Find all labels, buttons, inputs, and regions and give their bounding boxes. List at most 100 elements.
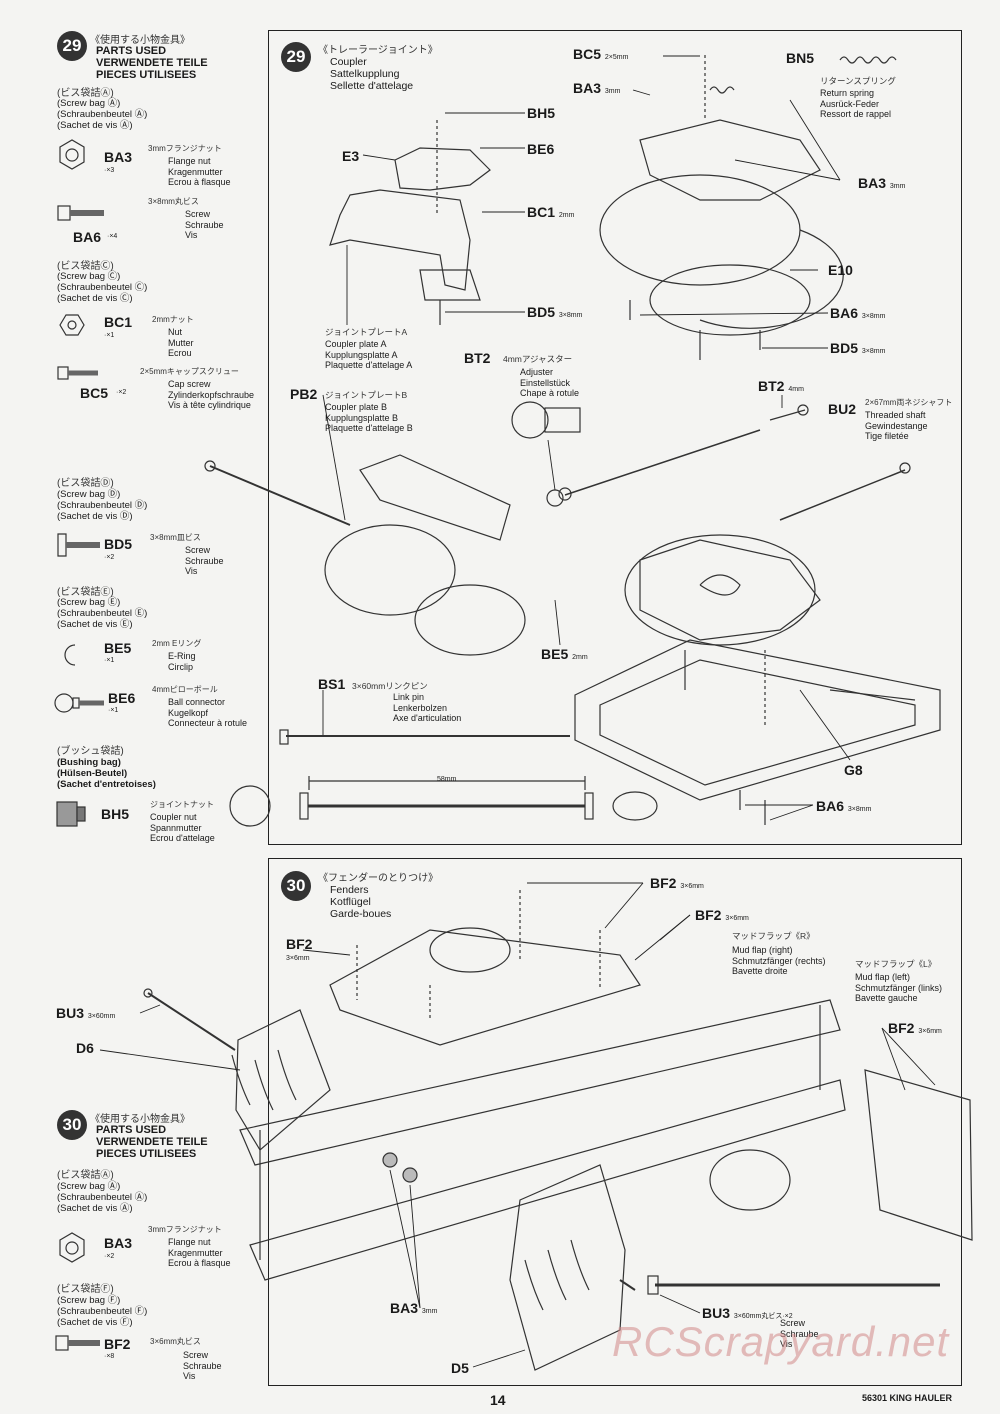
code: BU3 xyxy=(702,1305,731,1321)
label-pb2: PB2 xyxy=(290,386,318,402)
heading-line: PARTS USED xyxy=(96,45,167,57)
name-line: Gewindestange xyxy=(865,420,928,431)
label-e3: E3 xyxy=(342,148,360,164)
name-line: Schmutzfänger (rechts) xyxy=(732,955,826,966)
name-line: Link pin xyxy=(393,692,425,702)
page-number: 14 xyxy=(490,1392,506,1408)
step-30-title: Fenders Kotflügel Garde-boues xyxy=(330,884,391,920)
part-size-ba3: 3mmフランジナット xyxy=(148,144,222,153)
part-code-be5: BE5 xyxy=(104,640,132,656)
part-size-ba6: 3×8mm丸ビス xyxy=(148,197,199,206)
step-30-badge: 30 xyxy=(281,871,311,901)
bag-line: (Sachet de vis Ⓔ) xyxy=(57,619,133,630)
size: 3×6mm xyxy=(725,915,749,922)
mud-flap-right-names: Mud flap (right) Schmutzfänger (rechts) … xyxy=(732,945,826,977)
size: 3mm xyxy=(889,183,906,190)
label-be5: BE5 2mm xyxy=(541,646,588,662)
code: BA6 xyxy=(830,305,859,321)
name-line: Flange nut xyxy=(168,1237,211,1247)
bu3-bottom-names: Screw Schraube Vis xyxy=(780,1318,819,1350)
cap-screw-icon xyxy=(57,366,69,380)
part-qty-bc1: ·×1 xyxy=(104,332,115,339)
bag-a-jp: (ビス袋詰Ⓐ) xyxy=(57,88,114,99)
part-size-bd5: 3×8mm皿ビス xyxy=(150,533,201,542)
bag-line: (Sachet de vis Ⓐ) xyxy=(57,1203,133,1214)
watermark: RCScrapyard.net xyxy=(612,1318,950,1365)
mud-flap-left-jp: マッドフラップ《L》 xyxy=(855,959,937,969)
step30-panel xyxy=(268,858,962,1386)
name-line: Plaquette d'attelage A xyxy=(325,360,413,370)
left30-part-size-bf2: 3×6mm丸ビス xyxy=(150,1337,201,1346)
title-line: Fenders xyxy=(330,884,369,896)
name-line: Threaded shaft xyxy=(865,410,926,420)
mud-flap-left-names: Mud flap (left) Schmutzfänger (links) Ba… xyxy=(855,972,942,1004)
name-line: Cap screw xyxy=(168,379,211,389)
name-line: Spannmutter xyxy=(150,822,202,833)
code: BC1 xyxy=(527,204,556,220)
left30-bag-f-names: (Screw bag Ⓕ) (Schraubenbeutel Ⓕ) (Sache… xyxy=(57,1295,147,1328)
nut-icon xyxy=(59,314,85,336)
label-bd5-right: BD5 3×8mm xyxy=(830,340,885,356)
label-bu3-bottom: BU3 3×60mm丸ビス·×2 xyxy=(702,1305,793,1321)
name-line: Plaquette d'attelage B xyxy=(325,423,413,433)
size: 4mm xyxy=(788,386,804,393)
bag-line: (Screw bag Ⓕ) xyxy=(57,1295,121,1306)
left30-bag-f-jp: (ビス袋詰Ⓕ) xyxy=(57,1284,114,1295)
title-line: Sellette d'attelage xyxy=(330,80,414,92)
heading-line: PIECES UTILISEES xyxy=(96,69,197,81)
bag-line: (Sachet de vis Ⓓ) xyxy=(57,511,133,522)
bag-line: (Screw bag Ⓐ) xyxy=(57,98,121,109)
step-29-title: Coupler Sattelkupplung Sellette d'attela… xyxy=(330,56,413,92)
step-29-badge: 29 xyxy=(281,42,311,72)
bf2-left-size: 3×6mm xyxy=(286,955,310,962)
label-bu3: BU3 3×60mm xyxy=(56,1005,115,1021)
code: BT2 xyxy=(758,378,785,394)
bag-a-names: (Screw bag Ⓐ) (Schraubenbeutel Ⓐ) (Sache… xyxy=(57,98,147,131)
code: BA3 xyxy=(573,80,602,96)
name-line: Connecteur à rotule xyxy=(168,718,248,728)
name-line: Circlip xyxy=(168,661,194,672)
size: 3×6mm xyxy=(680,883,704,890)
label-bt2-right: BT2 4mm xyxy=(758,378,804,394)
bt2-size-jp: 4mmアジャスター xyxy=(503,354,573,364)
size: 2mm xyxy=(572,654,588,661)
bag-bushing-jp: (ブッシュ袋詰) xyxy=(57,746,124,757)
part-qty-ba6: ·×4 xyxy=(107,233,118,240)
bag-line: (Sachet de vis Ⓒ) xyxy=(57,293,133,304)
label-bu2: BU2 xyxy=(828,401,857,417)
bag-line: (Screw bag Ⓒ) xyxy=(57,271,121,282)
name-line: Einstellstück xyxy=(520,377,571,388)
left30-part-names-ba3: Flange nut Kragenmutter Ecrou à flasque xyxy=(168,1237,231,1269)
screw-icon xyxy=(57,205,71,221)
bag-c-names: (Screw bag Ⓒ) (Schraubenbeutel Ⓒ) (Sache… xyxy=(57,271,147,304)
part-names-bh5: Coupler nut Spannmutter Ecrou d'attelage xyxy=(150,812,215,844)
name-line: Screw xyxy=(185,209,211,219)
name-line: Bavette gauche xyxy=(855,993,918,1003)
name-line: E-Ring xyxy=(168,651,196,661)
bag-line: (Schraubenbeutel Ⓒ) xyxy=(57,282,148,293)
part-qty-ba3: ·×3 xyxy=(104,167,115,174)
name-line: Return spring xyxy=(820,88,875,98)
name-line: Chape à rotule xyxy=(520,388,580,398)
code: BF2 xyxy=(695,907,722,923)
bag-line: (Screw bag Ⓔ) xyxy=(57,597,121,608)
part-names-ba3: Flange nut Kragenmutter Ecrou à flasque xyxy=(168,156,231,188)
name-line: Schraube xyxy=(780,1328,819,1339)
left30-bag-a-names: (Screw bag Ⓐ) (Schraubenbeutel Ⓐ) (Sache… xyxy=(57,1181,147,1214)
bag-bushing-names: (Bushing bag) (Hülsen-Beutel) (Sachet d'… xyxy=(57,757,156,790)
part-size-bc1: 2mmナット xyxy=(152,315,194,324)
name-line: Screw xyxy=(183,1350,209,1360)
bu2-jp: 2×67mm両ネジシャフト xyxy=(865,398,953,407)
coupler-nut-icon xyxy=(56,801,78,827)
bag-line: (Schraubenbeutel Ⓓ) xyxy=(57,500,148,511)
name-line: Kragenmutter xyxy=(168,1247,223,1258)
flange-nut-icon xyxy=(59,139,85,170)
label-g8: G8 xyxy=(844,762,863,778)
name-line: Schraube xyxy=(185,555,224,566)
bag-line: (Bushing bag) xyxy=(57,757,121,768)
heading-line: VERWENDETE TEILE xyxy=(96,57,208,69)
left30-part-qty-ba3: ·×2 xyxy=(104,1253,115,1260)
code: BU3 xyxy=(56,1005,85,1021)
bag-d-jp: (ビス袋詰Ⓓ) xyxy=(57,478,114,489)
